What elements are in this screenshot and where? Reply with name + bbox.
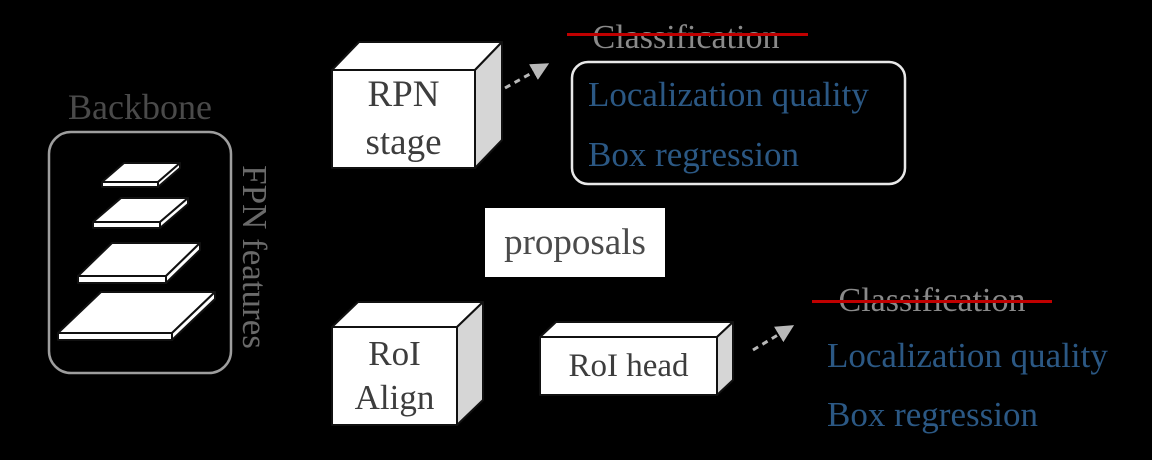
fpn-slab-4	[57, 291, 216, 341]
rpn-outputs-outline-box	[570, 60, 907, 186]
rpn-stage-box-3d	[331, 41, 503, 169]
roi-align-box-3d	[331, 301, 484, 426]
rpn-output-box-regression: Box regression	[588, 135, 799, 174]
roi-align-label: RoI Align	[332, 327, 457, 425]
roi-output-arrow	[752, 325, 795, 352]
fpn-features-label: FPN features	[235, 165, 274, 349]
fpn-slab-2	[92, 197, 189, 229]
backbone-outline-box	[47, 130, 233, 375]
rpn-stage-line1: RPN	[367, 74, 440, 115]
roi-output-localization-quality: Localization quality	[827, 336, 1108, 375]
proposals-label: proposals	[504, 222, 646, 263]
rpn-output-arrow	[504, 63, 550, 90]
fpn-slab-1	[101, 162, 181, 188]
rpn-output-classification: Classification	[592, 19, 780, 56]
proposals-box	[485, 208, 665, 277]
classification-strikethrough-top	[567, 33, 808, 36]
roi-align-line1: RoI	[368, 334, 421, 373]
fpn-pyramid	[57, 162, 216, 341]
rpn-stage-line2: stage	[365, 122, 442, 163]
roi-head-box-3d	[539, 321, 734, 396]
backbone-label: Backbone	[68, 87, 212, 127]
roi-output-box-regression: Box regression	[827, 395, 1038, 434]
classification-strikethrough-bottom	[812, 300, 1052, 303]
rpn-output-localization-quality: Localization quality	[588, 75, 869, 114]
roi-head-label: RoI head	[568, 347, 689, 384]
roi-align-line2: Align	[354, 378, 435, 417]
fpn-slab-3	[77, 242, 201, 284]
rpn-stage-label: RPN stage	[332, 70, 475, 168]
